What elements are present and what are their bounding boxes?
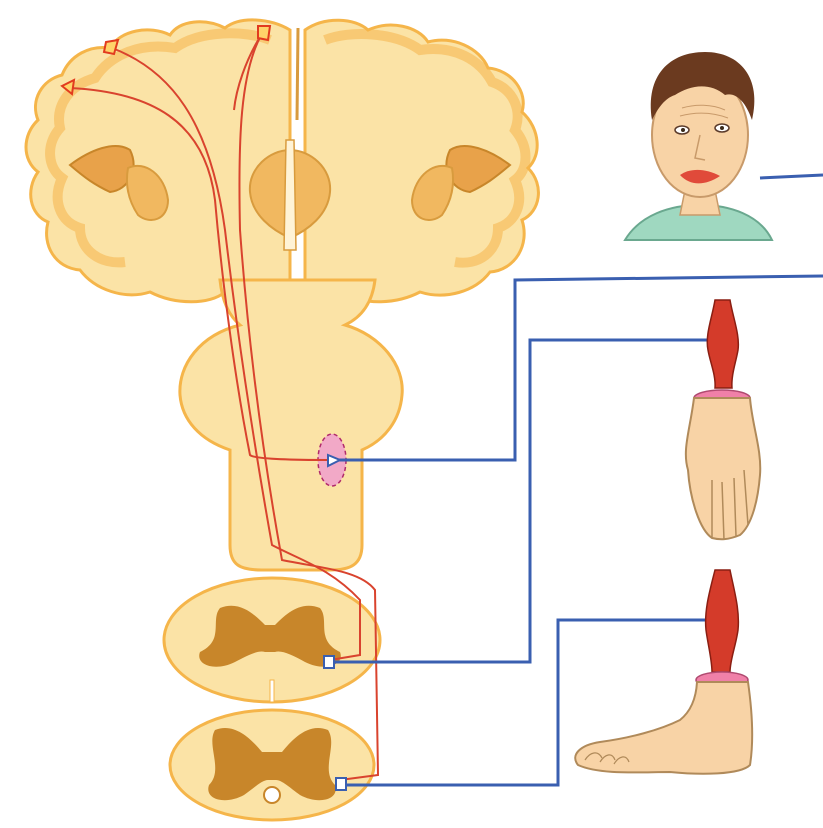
upper-cord-fissure bbox=[270, 680, 274, 702]
upper-limb-illustration bbox=[686, 300, 760, 540]
nerve-face-branch bbox=[760, 175, 823, 178]
brain-coronal-section bbox=[26, 20, 538, 570]
lower-neuron-lower-cord bbox=[336, 778, 346, 790]
spinal-cord-section-upper bbox=[164, 578, 380, 702]
right-pupil bbox=[720, 126, 724, 130]
lower-limb-illustration bbox=[575, 570, 752, 774]
face-illustration bbox=[625, 52, 772, 240]
brainstem bbox=[180, 280, 402, 570]
lower-cord-central-canal bbox=[264, 787, 280, 803]
lower-neuron-upper-cord bbox=[324, 656, 334, 668]
longitudinal-fissure bbox=[297, 28, 298, 120]
arm-muscle bbox=[707, 300, 738, 388]
third-ventricle bbox=[284, 140, 296, 250]
leg-muscle bbox=[706, 570, 739, 672]
upper-neuron-3 bbox=[258, 26, 270, 40]
left-pupil bbox=[681, 128, 685, 132]
spinal-cord-section-lower bbox=[170, 710, 374, 820]
